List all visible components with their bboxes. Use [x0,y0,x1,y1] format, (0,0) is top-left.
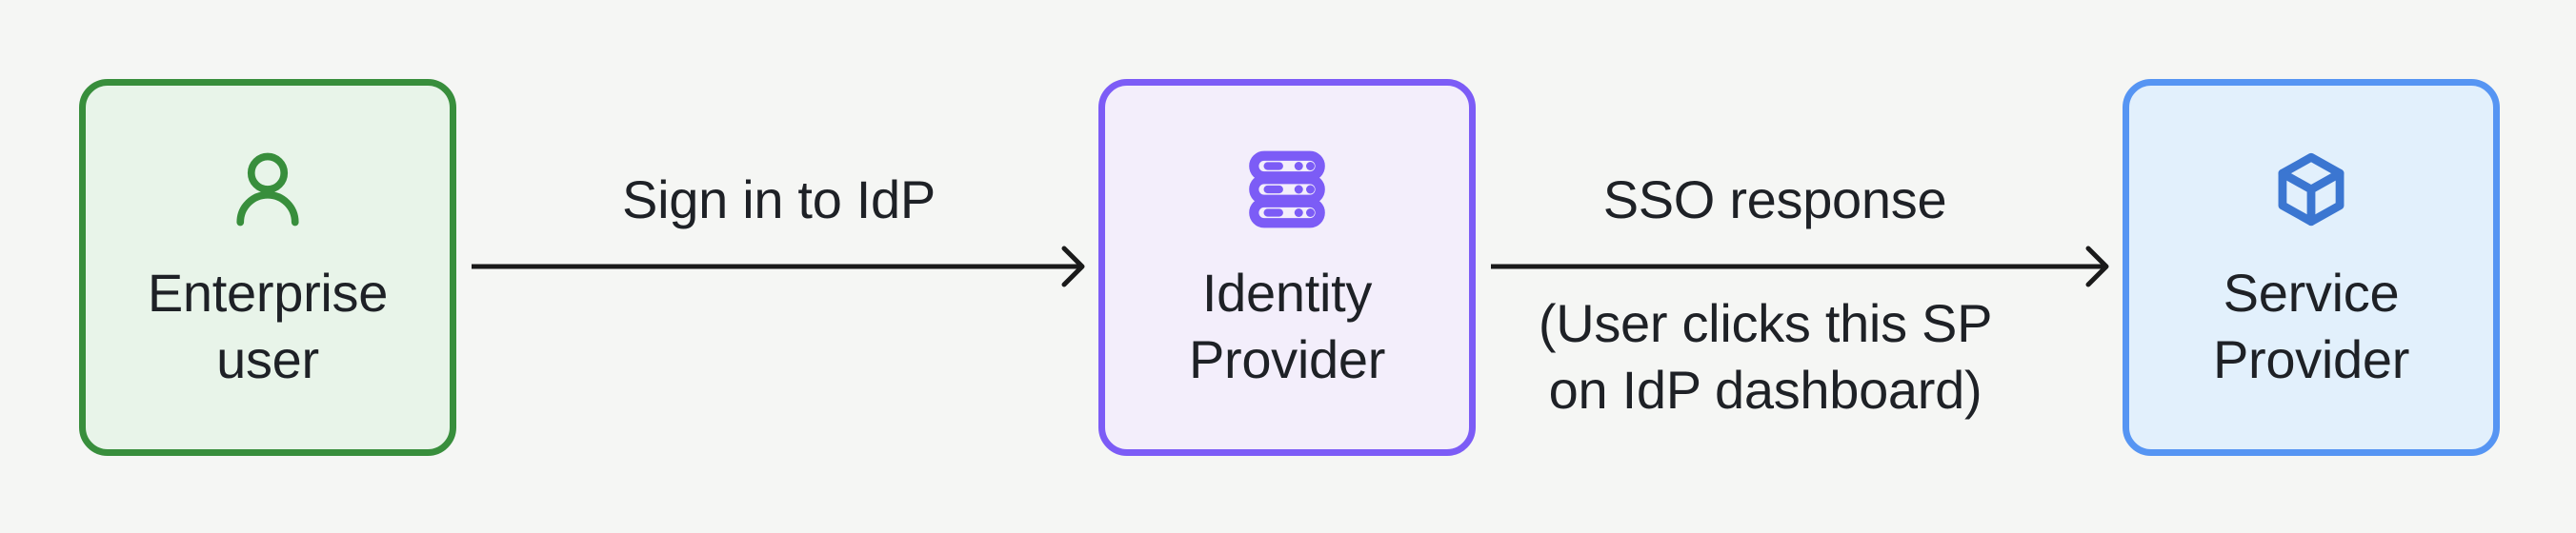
node-title-line2: Provider [2212,329,2410,389]
node-icon-wrap [2269,142,2353,237]
node-icon-wrap [224,142,312,237]
edge-label-sign-in-to-idp: Sign in to IdP [622,169,936,229]
node-title-line2: Provider [1188,329,1386,389]
cube-icon [2278,152,2345,227]
edge-label-sso-response: SSO response [1602,169,1947,229]
edge-sublabel-line2: on IdP dashboard) [1548,360,1982,420]
arrow-idp-to-sp [1491,246,2109,287]
node-title-line1: Enterprise [147,263,389,323]
edge-sublabel-line1: (User clicks this SP [1538,293,1993,353]
arrow-user-to-idp [472,246,1085,287]
user-icon [236,152,299,227]
edge-sublabel-user-clicks-sp: (User clicks this SP on IdP dashboard) [1456,290,2075,424]
node-title-line1: Identity [1201,263,1373,323]
node-icon-wrap [1240,142,1334,237]
node-title-line2: user [216,329,319,389]
server-stack-icon [1249,150,1325,228]
node-title-line1: Service [2223,263,2400,323]
